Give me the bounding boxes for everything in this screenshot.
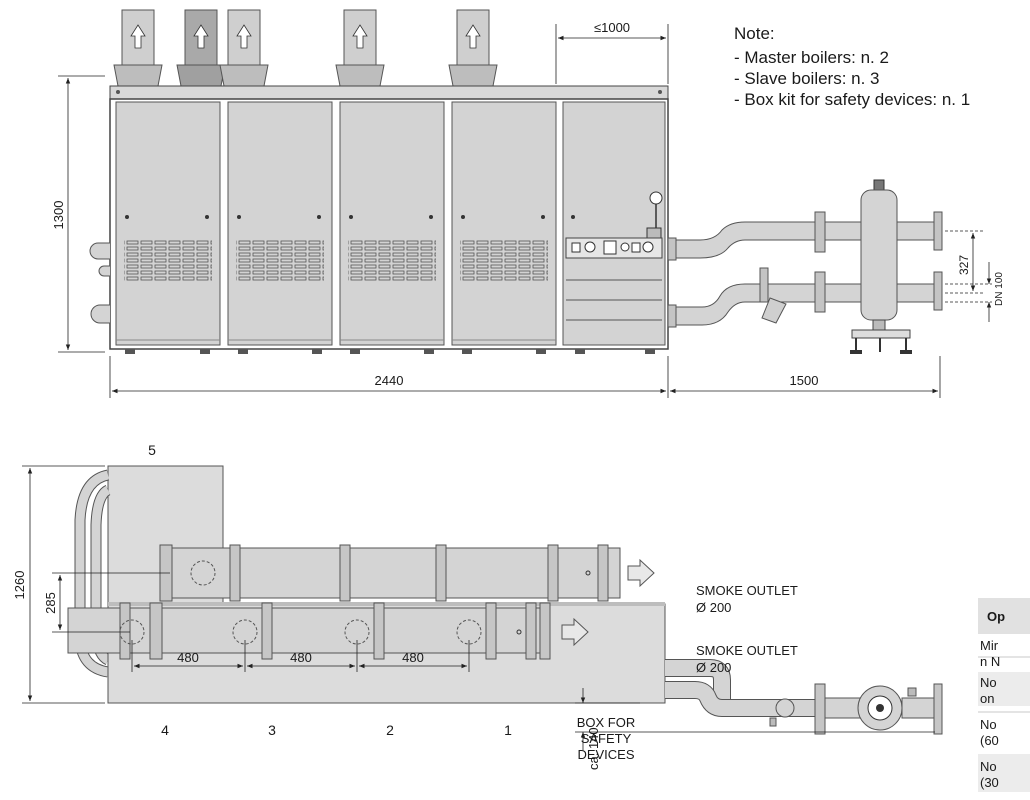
unit-2-label: 2 <box>386 722 394 738</box>
top-view: 5 <box>12 442 943 770</box>
hydraulic-piping <box>667 211 862 328</box>
table-cell-fragment: No <box>980 717 997 732</box>
spacing-c-label: 480 <box>402 650 424 665</box>
table-cell-fragment: on <box>980 691 994 706</box>
box-max-label: ≤1000 <box>594 20 630 35</box>
flue-chimney <box>448 9 498 87</box>
unit-5-label: 5 <box>148 442 156 458</box>
top-dimensions: 1260 285 480 480 480 ca. 140 <box>12 465 935 770</box>
upper-flue-duct <box>159 544 655 602</box>
note-line-master: - Master boilers: n. 2 <box>734 48 889 67</box>
hydraulic-separator <box>850 179 943 354</box>
box-label-line-1: BOX FOR <box>577 715 636 730</box>
spacing-a-label: 480 <box>177 650 199 665</box>
flue-chimneys <box>113 9 498 87</box>
table-cell-fragment: Mir <box>980 638 999 653</box>
note-block: Note: - Master boilers: n. 2 - Slave boi… <box>734 24 970 109</box>
smoke-outlet-lower-diameter: Ø 200 <box>696 660 731 675</box>
unit-4-label: 4 <box>161 722 169 738</box>
dn-label: DN 100 <box>994 272 1005 306</box>
smoke-outlet-lower-label: SMOKE OUTLET <box>696 643 798 658</box>
note-line-box-kit: - Box kit for safety devices: n. 1 <box>734 90 970 109</box>
table-cell-fragment: n N <box>980 654 1000 669</box>
table-cell-fragment: No <box>980 759 997 774</box>
smoke-outlet-upper-diameter: Ø 200 <box>696 600 731 615</box>
table-cell-fragment: (30 <box>980 775 999 790</box>
note-line-slave: - Slave boilers: n. 3 <box>734 69 880 88</box>
table-cell-fragment: No <box>980 675 997 690</box>
table-cell-fragment: (60 <box>980 733 999 748</box>
width-separator-label: 1500 <box>790 373 819 388</box>
boiler-cabinet <box>109 98 669 350</box>
boiler-module <box>115 101 221 346</box>
top-view-piping <box>665 659 943 735</box>
unit-3-label: 3 <box>268 722 276 738</box>
front-dimensions: 1300 2440 1500 ≤1000 327 DN 100 <box>51 20 1005 398</box>
depth-label: 1260 <box>12 571 27 600</box>
smoke-outlet-upper-label: SMOKE OUTLET <box>696 583 798 598</box>
boiler-module <box>451 101 557 346</box>
note-title: Note: <box>734 24 775 43</box>
flue-chimney <box>176 9 226 87</box>
box-label-line-3: DEVICES <box>577 747 634 762</box>
cabinet-feet <box>125 349 655 354</box>
unit-1-label: 1 <box>504 722 512 738</box>
box-label-line-2: SAFETY <box>581 731 632 746</box>
pipe-spacing-label: 327 <box>957 255 971 275</box>
front-view: 1300 2440 1500 ≤1000 327 DN 100 <box>51 9 1005 398</box>
options-table-fragment: Op Mir n N No on No (60 No (30 <box>978 598 1030 792</box>
boiler-module <box>227 101 333 346</box>
height-front-label: 1300 <box>51 201 66 230</box>
left-pipe-stubs <box>89 242 110 324</box>
top-cover <box>109 85 669 100</box>
table-header-fragment: Op <box>987 609 1005 624</box>
width-total-label: 2440 <box>375 373 404 388</box>
flue-chimney <box>335 9 385 87</box>
ca-label: ca. 140 <box>586 727 601 770</box>
boiler-module <box>339 101 445 346</box>
flue-chimney <box>113 9 163 87</box>
lower-flue-duct <box>67 602 589 660</box>
outlet-spacing-label: 285 <box>43 592 58 614</box>
boiler-modules <box>115 101 666 346</box>
spacing-b-label: 480 <box>290 650 312 665</box>
bypass-loops <box>74 469 111 678</box>
safety-box-module <box>562 101 666 346</box>
flue-chimney <box>219 9 269 87</box>
